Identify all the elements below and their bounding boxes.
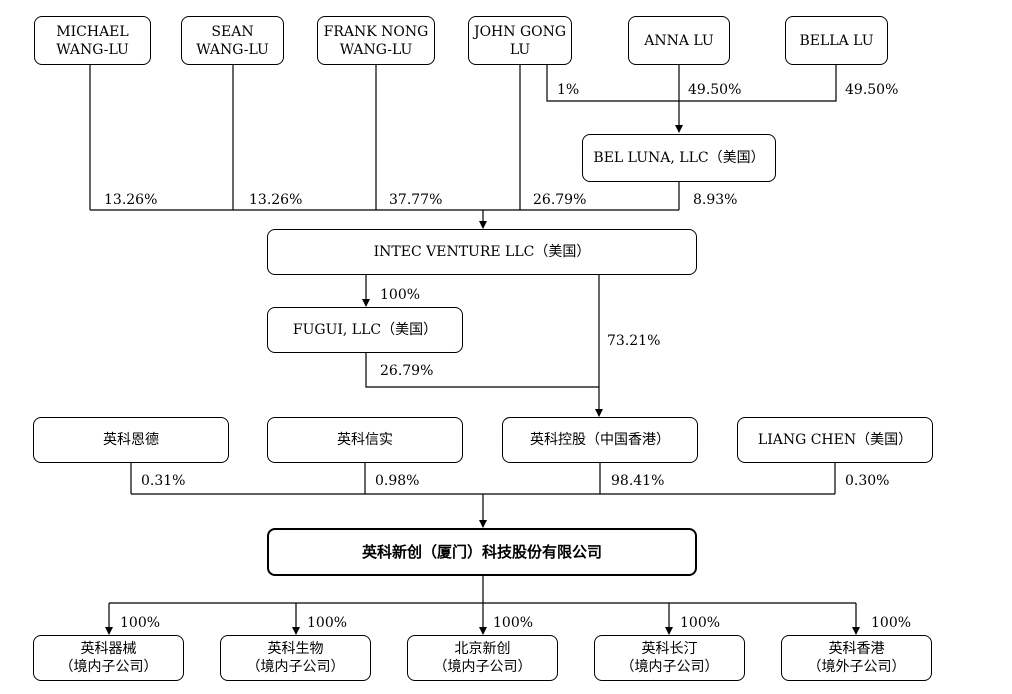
pct-bella-bel: 49.50% (845, 82, 899, 98)
pct-fugui-konggu: 26.79% (380, 363, 434, 379)
node-sub1-line2: （境内子公司） (59, 659, 158, 675)
node-subsidiary-shengwu: 英科生物 （境内子公司） (220, 635, 371, 681)
node-john-line1: JOHN GONG (473, 23, 567, 40)
node-subsidiary-hongkong: 英科香港 （境外子公司） (781, 635, 932, 681)
node-anna-lu: ANNA LU (628, 16, 730, 65)
pct-john-intec: 26.79% (533, 192, 587, 208)
node-subsidiary-beijing: 北京新创 （境内子公司） (407, 635, 558, 681)
node-subsidiary-changting: 英科长汀 （境内子公司） (594, 635, 745, 681)
node-intec-label: INTEC VENTURE LLC（美国） (373, 244, 591, 260)
node-enze-label: 英科恩德 (103, 432, 159, 448)
node-main-company: 英科新创（厦门）科技股份有限公司 (267, 528, 697, 576)
node-xinshi-label: 英科信实 (337, 432, 393, 448)
node-sean-line2: WANG-LU (196, 41, 269, 58)
pct-xinshi-main: 0.98% (375, 473, 420, 489)
pct-john-bel: 1% (557, 82, 580, 98)
pct-frank-intec: 37.77% (389, 192, 443, 208)
pct-anna-bel: 49.50% (688, 82, 742, 98)
node-konggu-label: 英科控股（中国香港） (530, 432, 670, 448)
node-bella-label: BELLA LU (799, 32, 874, 49)
pct-michael-intec: 13.26% (104, 192, 158, 208)
pct-main-sub4: 100% (680, 615, 721, 631)
node-frank-line1: FRANK NONG (323, 23, 429, 40)
pct-main-sub5: 100% (871, 615, 912, 631)
node-sub4-line1: 英科长汀 (641, 641, 698, 657)
node-michael-wang-lu: MICHAEL WANG-LU (34, 16, 151, 65)
node-sub3-line1: 北京新创 (454, 641, 511, 657)
node-fugui-label: FUGUI, LLC（美国） (292, 322, 438, 338)
pct-main-sub2: 100% (307, 615, 348, 631)
node-bella-lu: BELLA LU (785, 16, 888, 65)
node-sub4-line2: （境内子公司） (620, 659, 719, 675)
node-bel-luna: BEL LUNA, LLC（美国） (582, 134, 776, 182)
pct-intec-konggu: 73.21% (607, 333, 661, 349)
node-intec-venture: INTEC VENTURE LLC（美国） (267, 229, 697, 275)
node-john-line2: LU (509, 41, 531, 58)
pct-main-sub1: 100% (120, 615, 161, 631)
pct-konggu-main: 98.41% (611, 473, 665, 489)
node-michael-line1: MICHAEL (56, 23, 129, 40)
node-anna-label: ANNA LU (644, 32, 714, 49)
node-john-gong-lu: JOHN GONG LU (468, 16, 572, 65)
node-fugui: FUGUI, LLC（美国） (267, 307, 463, 353)
node-main-label: 英科新创（厦门）科技股份有限公司 (361, 543, 602, 561)
node-sub2-line1: 英科生物 (267, 641, 324, 657)
node-sub2-line2: （境内子公司） (246, 659, 345, 675)
node-michael-line2: WANG-LU (56, 41, 129, 58)
pct-enze-main: 0.31% (141, 473, 186, 489)
pct-liang-main: 0.30% (845, 473, 890, 489)
pct-sean-intec: 13.26% (249, 192, 303, 208)
node-liang-label: LIANG CHEN（美国） (757, 432, 913, 448)
node-frank-line2: WANG-LU (339, 41, 413, 58)
node-sean-wang-lu: SEAN WANG-LU (181, 16, 284, 65)
node-yingke-xinshi: 英科信实 (267, 417, 463, 463)
node-sub3-line2: （境内子公司） (433, 659, 532, 675)
node-bel-luna-label: BEL LUNA, LLC（美国） (593, 150, 765, 166)
node-sub5-line1: 英科香港 (828, 641, 885, 657)
node-sub1-line1: 英科器械 (80, 641, 137, 657)
node-yingke-ende: 英科恩德 (33, 417, 229, 463)
node-yingke-konggu: 英科控股（中国香港） (502, 417, 698, 463)
pct-bel-intec: 8.93% (693, 192, 738, 208)
john-to-bel-connector (546, 65, 837, 102)
node-liang-chen: LIANG CHEN（美国） (737, 417, 933, 463)
node-sean-line1: SEAN (211, 23, 254, 40)
node-sub5-line2: （境外子公司） (807, 659, 906, 675)
pct-intec-fugui: 100% (380, 287, 421, 303)
node-frank-nong-wang-lu: FRANK NONG WANG-LU (317, 16, 435, 65)
fugui-to-konggu-connector (365, 353, 599, 388)
pct-main-sub3: 100% (493, 615, 534, 631)
node-subsidiary-qixie: 英科器械 （境内子公司） (33, 635, 184, 681)
